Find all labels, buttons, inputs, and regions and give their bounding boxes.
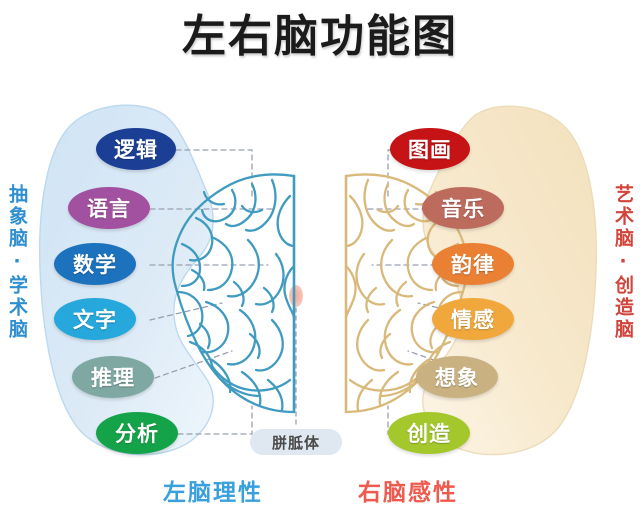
left-hemisphere-art xyxy=(171,173,296,414)
right-function-pill-5[interactable]: 创造 xyxy=(388,412,470,454)
left-function-pill-4[interactable]: 推理 xyxy=(72,356,154,398)
left-side-label: 抽象脑·学术脑 xyxy=(5,184,28,341)
left-function-pill-3[interactable]: 文字 xyxy=(54,298,136,340)
left-function-pill-2[interactable]: 数学 xyxy=(54,243,136,285)
corpus-callosum-leader xyxy=(289,285,303,429)
page-title: 左右脑功能图 xyxy=(182,11,458,62)
right-side-label: 艺术脑·创造脑 xyxy=(612,184,634,341)
left-function-pill-5[interactable]: 分析 xyxy=(96,412,178,454)
left-bottom-label: 左脑理性 xyxy=(163,480,263,506)
right-function-pill-2[interactable]: 韵律 xyxy=(432,243,514,285)
right-function-pill-4[interactable]: 想象 xyxy=(416,356,498,398)
right-function-pill-0[interactable]: 图画 xyxy=(390,128,470,170)
left-function-pill-0[interactable]: 逻辑 xyxy=(96,128,176,170)
right-function-pill-3[interactable]: 情感 xyxy=(432,298,514,340)
left-function-pill-1[interactable]: 语言 xyxy=(68,187,150,229)
right-function-pill-1[interactable]: 音乐 xyxy=(422,187,504,229)
corpus-callosum-badge: 胼胝体 xyxy=(250,429,342,455)
right-bottom-label: 右脑感性 xyxy=(358,480,458,506)
